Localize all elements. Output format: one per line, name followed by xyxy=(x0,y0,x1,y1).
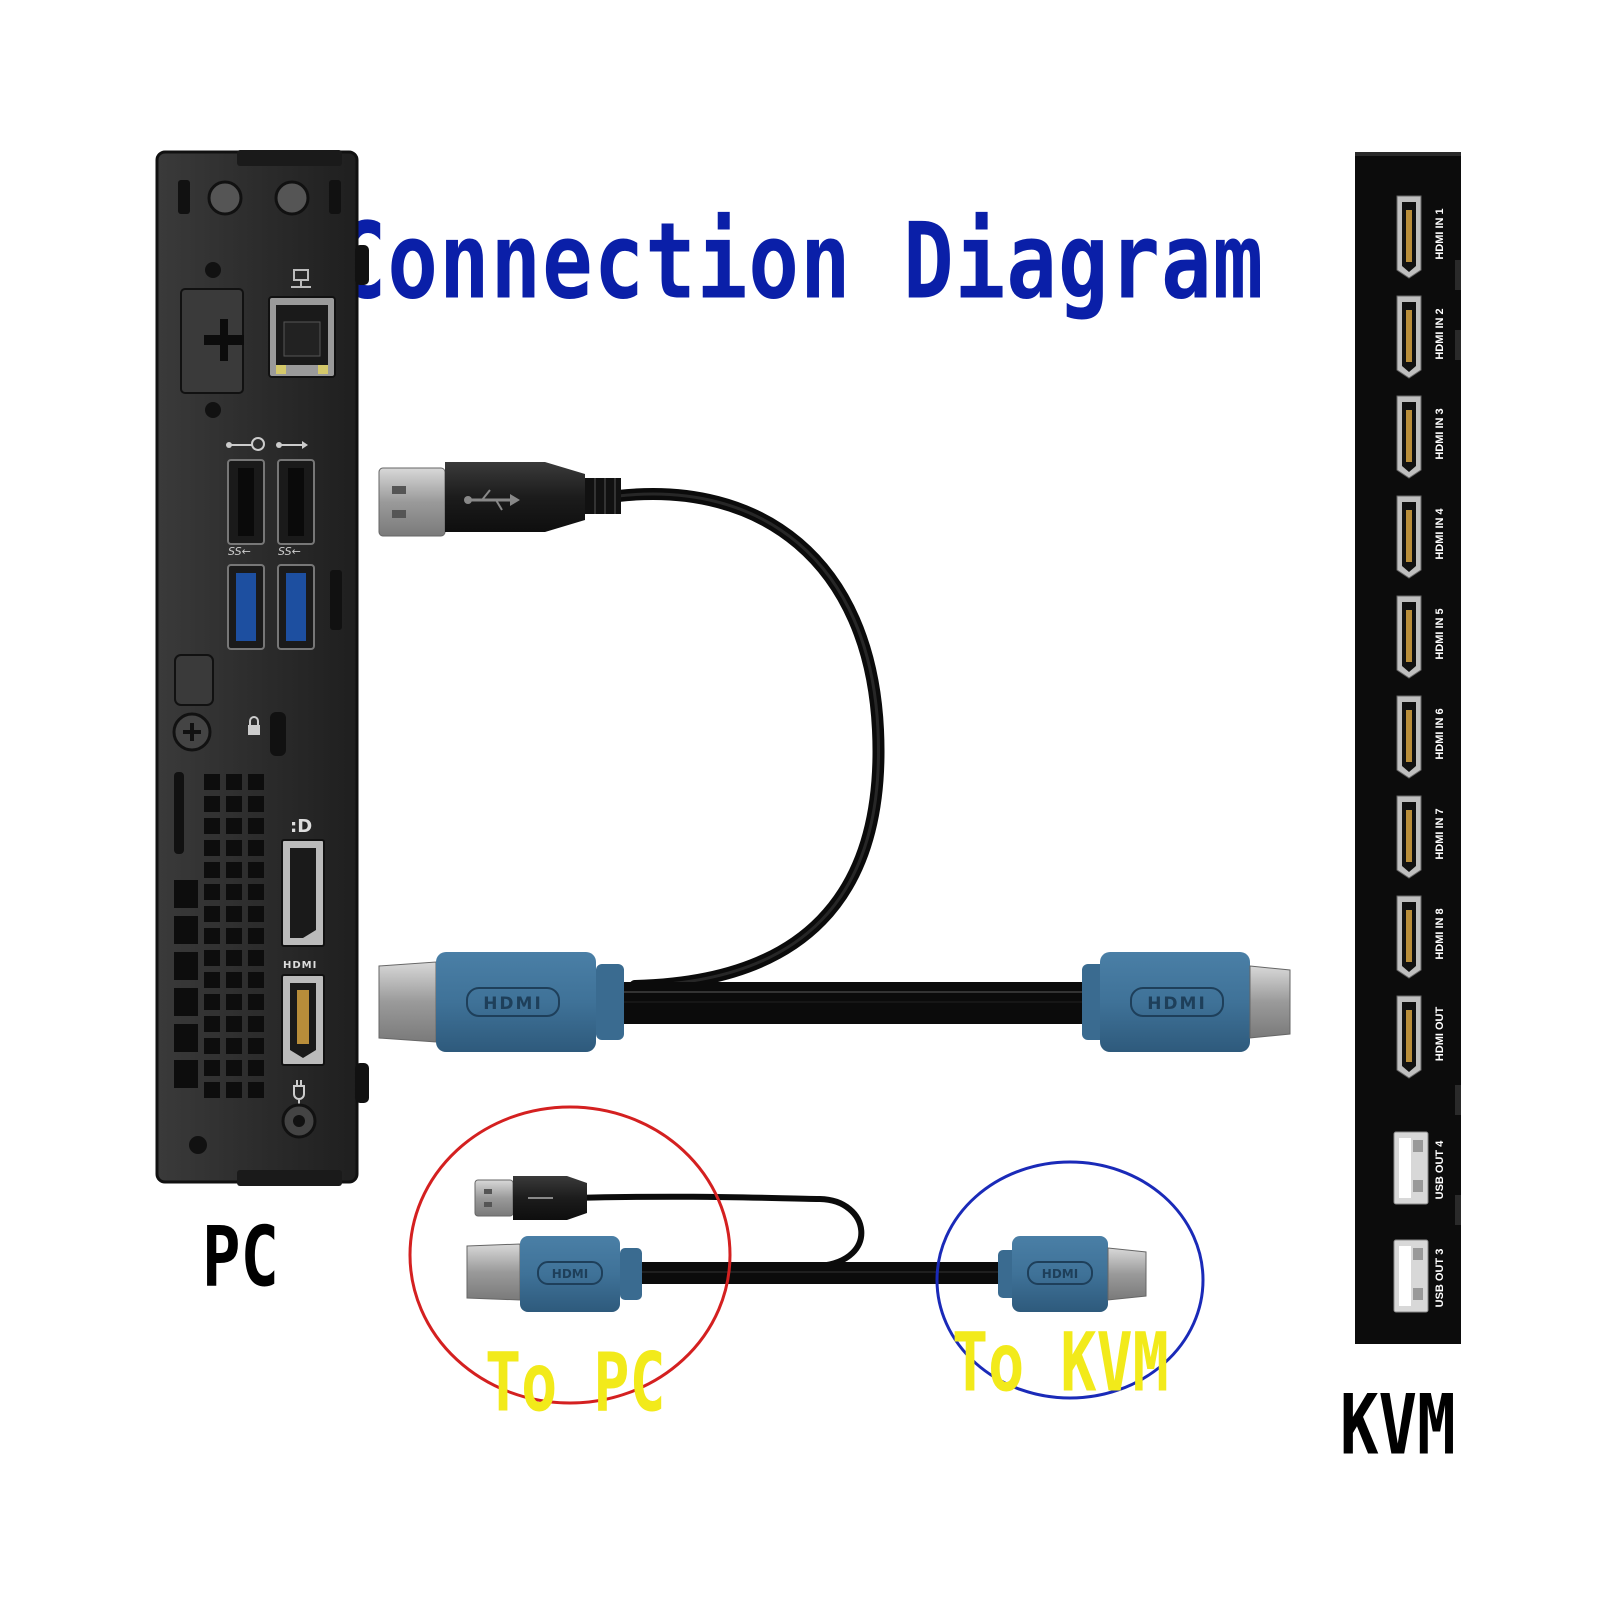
hdmi-mark: HDMI xyxy=(483,994,543,1014)
kvm-port-label: HDMI IN 8 xyxy=(1434,908,1446,959)
to-pc-label: To PC xyxy=(485,1336,666,1431)
hdmi-connector-large-right: HDMI xyxy=(1082,952,1291,1052)
small-cable xyxy=(572,1193,1005,1284)
pc-usb-ports: SS← SS← xyxy=(226,437,342,650)
displayport-port: :D xyxy=(281,816,325,947)
kvm-port: HDMI IN 6 xyxy=(1396,695,1446,779)
kvm-port: HDMI IN 3 xyxy=(1396,395,1446,479)
to-kvm-circle xyxy=(935,1160,1205,1400)
kvm-port-label: HDMI IN 1 xyxy=(1434,208,1446,259)
kvm-port: HDMI IN 2 xyxy=(1396,295,1446,379)
kvm-port-label: HDMI IN 5 xyxy=(1434,608,1446,659)
lock-icon xyxy=(248,716,260,735)
ethernet-icon xyxy=(291,269,311,288)
hdmi-connector-large-left: HDMI xyxy=(378,952,624,1052)
kvm-port: HDMI OUT xyxy=(1396,995,1446,1079)
kvm-port-label: HDMI OUT xyxy=(1434,1007,1446,1062)
usb-icon xyxy=(226,437,265,451)
pc-power-jack xyxy=(189,1080,317,1154)
kvm-port: HDMI IN 5 xyxy=(1396,595,1446,679)
hdmi-mark: HDMI xyxy=(1042,1267,1078,1281)
pc-lock-slot xyxy=(172,654,286,756)
hdmi-mark: HDMI xyxy=(552,1267,588,1281)
diagram-title: Connection Diagram xyxy=(335,200,1265,323)
svg-text::D: :D xyxy=(290,816,312,837)
kvm-port: HDMI IN 8 xyxy=(1396,895,1446,979)
hdmi-mark: HDMI xyxy=(1147,994,1207,1014)
hdmi-connector-small-right: HDMI xyxy=(998,1236,1147,1312)
pc-hdmi-mark: HDMI xyxy=(283,960,317,971)
usb-a-connector-small xyxy=(474,1176,587,1220)
usb-icon xyxy=(276,441,308,449)
kvm-port-label: USB OUT 3 xyxy=(1434,1249,1446,1308)
kvm-port-label: USB OUT 4 xyxy=(1434,1140,1446,1200)
kvm-port: USB OUT 3 xyxy=(1393,1239,1446,1313)
kvm-port: HDMI IN 7 xyxy=(1396,795,1446,879)
kvm-port-label: HDMI IN 6 xyxy=(1434,708,1446,759)
hdmi-connector-small-left: HDMI xyxy=(466,1236,642,1312)
displayport-icon: :D xyxy=(290,816,312,837)
ethernet-port xyxy=(268,269,336,378)
to-pc-circle xyxy=(408,1105,732,1405)
main-cable xyxy=(612,488,1090,1024)
kvm-port-label: HDMI IN 3 xyxy=(1434,408,1446,459)
svg-text:SS←: SS← xyxy=(228,545,251,558)
kvm-port: USB OUT 4 xyxy=(1393,1131,1446,1205)
kvm-port: HDMI IN 1 xyxy=(1396,195,1446,279)
pc-label: PC xyxy=(202,1210,280,1307)
kvm-port: HDMI IN 4 xyxy=(1396,495,1446,579)
kvm-port-label: HDMI IN 4 xyxy=(1434,507,1446,559)
kvm-label: KVM xyxy=(1340,1378,1456,1475)
usb-a-connector-large xyxy=(378,462,621,537)
kvm-port-label: HDMI IN 7 xyxy=(1434,808,1446,859)
power-icon xyxy=(293,1080,305,1105)
svg-text:SS←: SS← xyxy=(278,545,301,558)
kvm-port-label: HDMI IN 2 xyxy=(1434,308,1446,359)
pc-vent-grid xyxy=(174,774,264,1098)
pc-hdmi-port: HDMI xyxy=(281,960,325,1066)
kvm-strip: HDMI IN 1 HDMI IN 2 HDMI IN 3 HDMI IN 4 HDMI… xyxy=(1355,152,1461,1344)
to-kvm-label: To KVM xyxy=(952,1316,1169,1411)
usb-icon xyxy=(464,489,520,511)
